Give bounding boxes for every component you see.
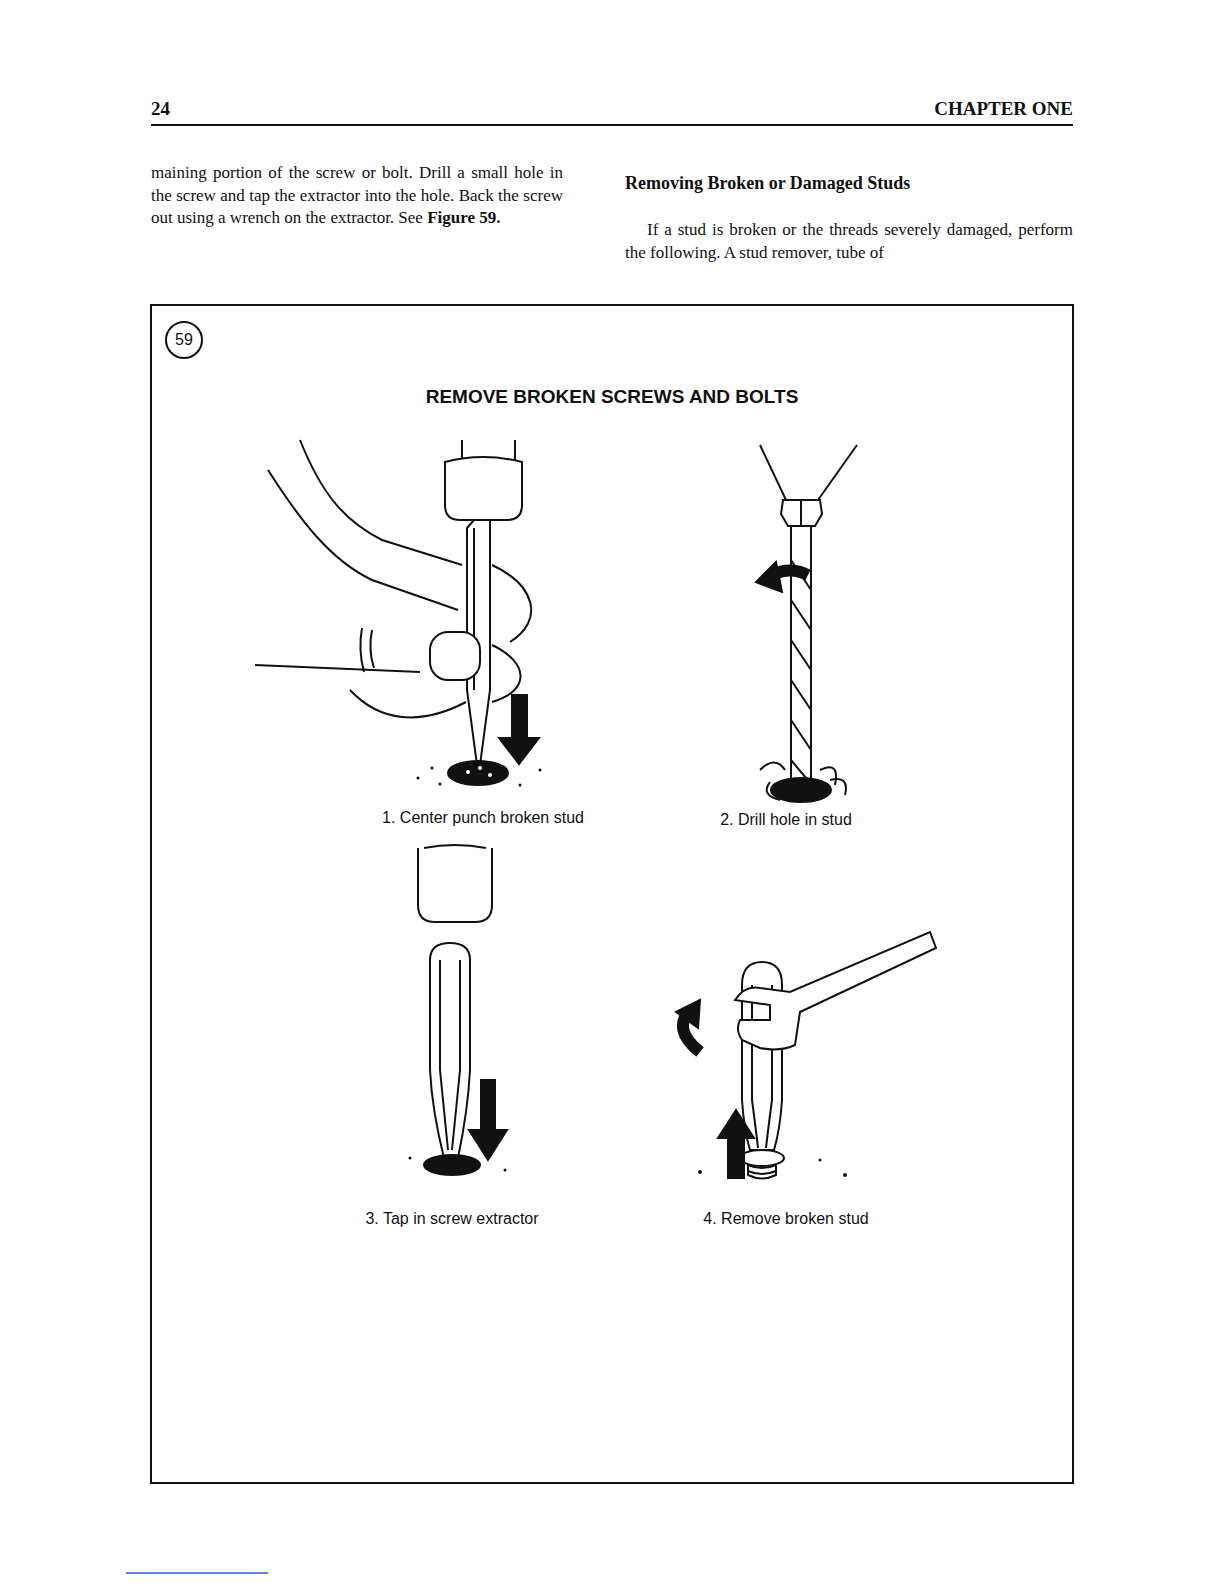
hammer-handle <box>514 440 516 460</box>
removal-figure <box>676 932 936 1179</box>
dot <box>539 769 542 772</box>
hand-outline <box>300 440 462 565</box>
knuckle-line <box>370 630 374 668</box>
dot <box>431 767 434 770</box>
speck <box>466 770 470 774</box>
down-arrow <box>499 695 539 764</box>
figure-reference: Figure 59. <box>427 208 500 227</box>
extractor-flutes <box>440 960 460 1150</box>
step-caption: 4. Remove broken stud <box>636 1209 936 1229</box>
hand-outline <box>492 645 521 702</box>
speck <box>488 773 492 777</box>
header-rule <box>151 124 1073 126</box>
figure-number: 59 <box>166 330 202 350</box>
drill-figure <box>756 445 857 802</box>
rotation-arrow-head <box>676 1000 700 1028</box>
dot <box>439 783 442 786</box>
up-arrow <box>718 1110 754 1178</box>
page-number: 24 <box>151 97 231 121</box>
chuck-outline <box>760 445 786 500</box>
figure-title: REMOVE BROKEN SCREWS AND BOLTS <box>262 385 962 409</box>
debris-dots <box>417 767 542 787</box>
drilled-hole <box>771 778 831 802</box>
stud-top <box>740 1150 784 1166</box>
step-caption: 2. Drill hole in stud <box>636 810 936 830</box>
screw-extractor <box>430 943 470 1158</box>
rotation-arrow-head <box>756 562 782 592</box>
stud-specks <box>466 766 492 777</box>
debris-dots <box>409 1157 848 1178</box>
step-caption: 3. Tap in screw extractor <box>302 1209 602 1229</box>
bit-flutes <box>791 560 811 784</box>
stud-threads <box>748 1165 776 1174</box>
stud-hole <box>448 761 508 785</box>
figure-number-circle <box>166 322 202 358</box>
chuck-nut <box>781 500 822 526</box>
thumb-nail <box>430 632 480 680</box>
stud-hole <box>424 1155 480 1175</box>
chuck-outline <box>818 445 857 500</box>
figure-frame <box>151 305 1073 1483</box>
dot <box>843 1173 847 1177</box>
chuck-edge <box>800 500 802 526</box>
hammer-edge <box>424 845 486 848</box>
body-text: maining portion of the screw or bolt. Dr… <box>151 163 563 227</box>
hand-outline <box>255 665 420 672</box>
page-rules <box>151 125 1073 1483</box>
speck <box>478 766 482 770</box>
hammer-head <box>418 848 492 922</box>
paragraph: maining portion of the screw or bolt. Dr… <box>151 162 563 230</box>
dot <box>519 784 522 787</box>
dot <box>417 777 420 780</box>
step-caption: 1. Center punch broken stud <box>333 808 633 828</box>
hammer-head <box>445 457 522 520</box>
body-text: If a stud is broken or the threads sever… <box>625 219 1073 264</box>
dot <box>409 1157 412 1160</box>
down-arrow <box>469 1080 507 1160</box>
dot <box>819 1159 822 1162</box>
hand-outline <box>268 470 458 610</box>
dot <box>698 1170 702 1174</box>
center-punch-figure <box>255 440 539 785</box>
knuckle-line <box>360 628 364 672</box>
hammer-handle <box>461 440 463 460</box>
extractor-figure <box>418 845 507 1175</box>
running-header: CHAPTER ONE <box>673 97 1073 121</box>
dot <box>504 1169 507 1172</box>
section-heading: Removing Broken or Damaged Studs <box>625 172 1073 195</box>
wrench <box>735 932 936 1049</box>
hand-outline <box>350 690 466 717</box>
link-underline <box>126 1572 268 1574</box>
hand-outline <box>492 565 531 642</box>
